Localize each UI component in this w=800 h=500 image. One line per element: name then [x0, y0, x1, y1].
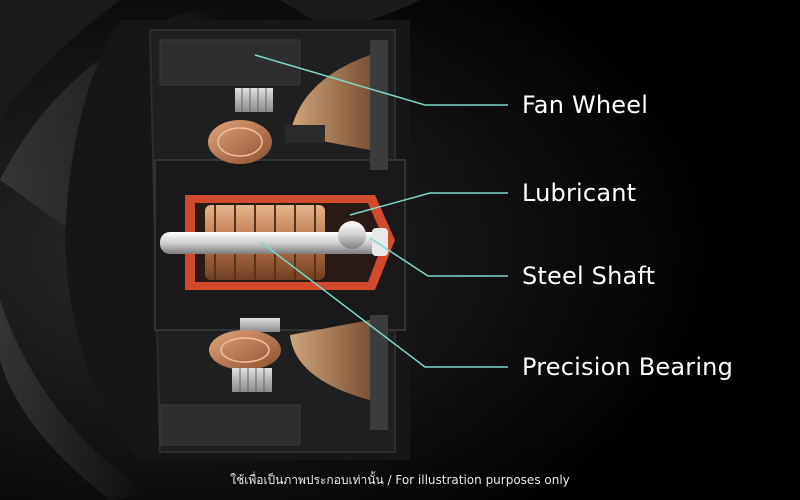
illustration-disclaimer: ใช้เพื่อเป็นภาพประกอบเท่านั้น / For illu… [230, 473, 570, 487]
leader-lines [254, 54, 508, 368]
label-lubricant: Lubricant [522, 179, 637, 207]
label-steel-shaft: Steel Shaft [522, 262, 656, 290]
leader-precision-bearing [261, 242, 508, 368]
stator-top [208, 88, 325, 164]
stator-bottom [209, 318, 281, 392]
label-precision-bearing: Precision Bearing [522, 353, 734, 381]
steel-shaft [160, 221, 388, 256]
leader-fan-wheel [254, 54, 508, 106]
leader-steel-shaft [369, 237, 508, 277]
label-fan-wheel: Fan Wheel [522, 91, 649, 119]
leader-lubricant [349, 192, 508, 216]
